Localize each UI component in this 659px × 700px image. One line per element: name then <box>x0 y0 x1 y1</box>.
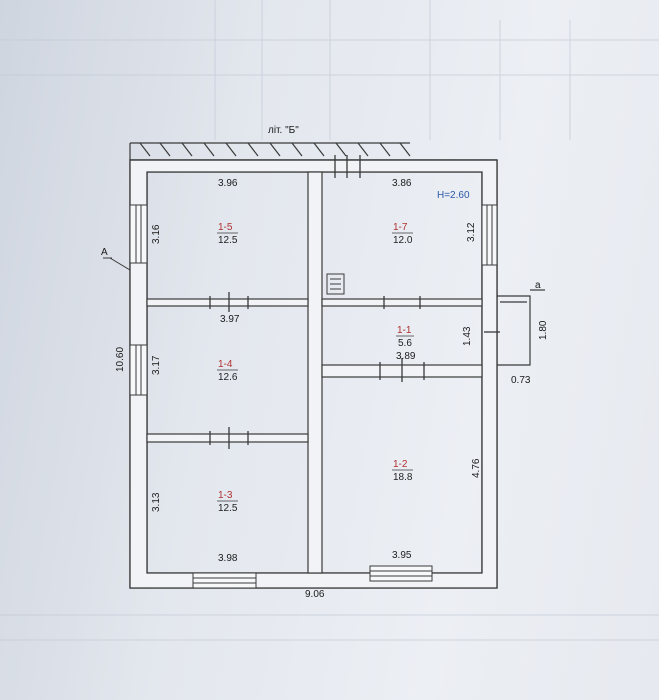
room-1-1-side-dimension: 1.43 <box>462 326 473 346</box>
overall-width-dimension: 9.06 <box>305 589 325 600</box>
windows <box>129 204 498 589</box>
room-1-4-area: 12.6 <box>218 372 238 383</box>
room-1-7-number: 1-7 <box>393 222 408 233</box>
room-1-7-side-dimension: 3.12 <box>466 222 477 242</box>
section-mark-label: А <box>101 247 108 258</box>
room-1-3-number: 1-3 <box>218 490 233 501</box>
porch-width-dimension: 0.73 <box>511 375 531 386</box>
room-1-4-side-dimension: 3.17 <box>151 355 162 375</box>
section-marker <box>103 257 131 271</box>
stove-icon <box>326 273 345 295</box>
plan-title: літ. "Б" <box>268 125 299 136</box>
room-1-3-side-dimension: 3.13 <box>151 492 162 512</box>
room-1-7-area: 12.0 <box>393 235 413 246</box>
room-1-1-top-dimension: 3.89 <box>396 351 416 362</box>
room-1-5-number: 1-5 <box>218 222 233 233</box>
room-1-5-top-dimension: 3.96 <box>218 178 238 189</box>
room-1-1-number: 1-1 <box>397 325 412 336</box>
porch <box>497 289 545 366</box>
interior-walls <box>146 171 483 574</box>
door-marks <box>209 155 500 449</box>
room-1-2-side-dimension: 4.76 <box>471 458 482 478</box>
room-1-3-top-dimension: 3.98 <box>218 553 238 564</box>
ceiling-height-label: H=2.60 <box>437 190 470 201</box>
room-1-1-area: 5.6 <box>398 338 412 349</box>
porch-mark-label: а <box>535 280 541 291</box>
porch-depth-dimension: 1.80 <box>538 320 549 340</box>
room-1-7-top-dimension: 3.86 <box>392 178 412 189</box>
room-1-4-top-dimension: 3.97 <box>220 314 240 325</box>
room-1-5-side-dimension: 3.16 <box>151 224 162 244</box>
room-1-5-area: 12.5 <box>218 235 238 246</box>
room-1-4-number: 1-4 <box>218 359 233 370</box>
room-1-2-top-dimension: 3.95 <box>392 550 412 561</box>
room-1-2-number: 1-2 <box>393 459 408 470</box>
room-1-3-area: 12.5 <box>218 503 238 514</box>
overall-height-dimension: 10.60 <box>115 347 126 372</box>
room-1-2-area: 18.8 <box>393 472 413 483</box>
top-hatching <box>129 142 497 161</box>
